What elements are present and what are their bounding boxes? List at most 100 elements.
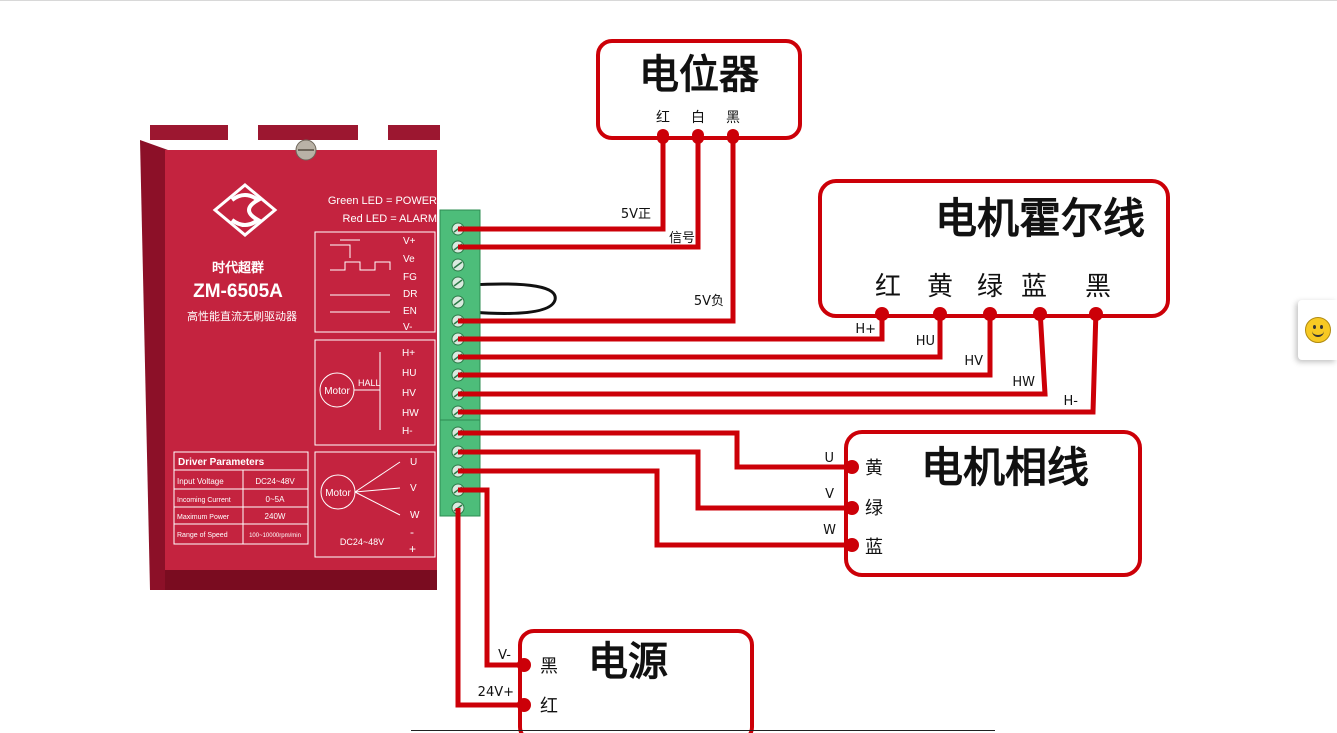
wire-power-neg [458, 487, 528, 668]
hall-title: 电机霍尔线 [935, 194, 1145, 243]
svg-text:HW: HW [402, 408, 419, 419]
wires [455, 138, 1099, 708]
phase-block [314, 451, 436, 558]
hall-color-green: 绿 [977, 272, 1003, 302]
svg-text:Maximum Power: Maximum Power [177, 514, 230, 521]
parameters-table: Driver Parameters Input Voltage DC24~48V… [173, 451, 309, 545]
term-v-plus: V+ [403, 236, 416, 247]
hall-color-black: 黑 [1085, 272, 1111, 302]
device-top-flange [150, 125, 440, 140]
device-face [165, 150, 437, 570]
smiley-icon [1304, 317, 1331, 343]
label-24v-plus: 24V+ [478, 685, 514, 700]
svg-text:DC24~48V: DC24~48V [255, 477, 295, 486]
term-v-minus: V- [403, 322, 412, 333]
wire-hall-hv [458, 310, 993, 378]
component-boxes [518, 39, 1170, 733]
svg-text:W: W [410, 510, 420, 521]
terminal-screw-slot [453, 298, 463, 306]
supply-text: DC24~48V [340, 537, 384, 547]
top-border [0, 0, 1337, 1]
svg-text:HV: HV [402, 388, 416, 399]
svg-text:H+: H+ [402, 348, 415, 359]
wire-pot-5v-pos [458, 138, 666, 232]
device-base [165, 570, 437, 590]
wire-hall-h-minus [458, 309, 1099, 415]
wire-phase-v [458, 449, 850, 511]
svg-text:0~5A: 0~5A [266, 495, 286, 504]
control-block [314, 231, 436, 333]
svg-text:Incoming Current: Incoming Current [177, 497, 231, 504]
term-en: EN [403, 306, 417, 317]
driver-device: 时代超群 ZM-6505A 高性能直流无刷驱动器 Green LED = POW… [140, 125, 557, 590]
power-color-black: 黑 [540, 656, 558, 677]
phase-motor-text: Motor [325, 488, 351, 499]
svg-text:100~10000rpm/min: 100~10000rpm/min [249, 533, 301, 539]
device-side [140, 140, 168, 590]
params-title: Driver Parameters [178, 457, 265, 468]
device-subtitle: 高性能直流无刷驱动器 [187, 309, 297, 323]
svg-text:Input Voltage: Input Voltage [177, 477, 224, 486]
svg-text:240W: 240W [265, 512, 286, 521]
wire-hall-hw [458, 309, 1048, 397]
potentiometer-title: 电位器 [639, 52, 760, 98]
label-hv: HV [964, 354, 983, 369]
term-ve: Ve [403, 254, 415, 265]
term-dr: DR [403, 289, 417, 300]
label-v: V [825, 487, 834, 502]
wire-labels: 5V正 信号 5V负 H+ HU HV HW H- U V W V- 24V+ [478, 207, 1079, 700]
svg-text:-: - [410, 525, 414, 539]
wire-hall-hu [458, 310, 943, 360]
pot-pin-white: 白 [691, 110, 705, 126]
label-h-minus: H- [1064, 394, 1079, 409]
svg-text:U: U [410, 457, 417, 468]
phase-title: 电机相线 [921, 443, 1089, 492]
label-w: W [823, 523, 836, 538]
phase-color-blue: 蓝 [865, 537, 883, 558]
hall-motor-text: Motor [324, 386, 350, 397]
hall-color-yellow: 黄 [927, 272, 953, 302]
phase-color-green: 绿 [865, 498, 883, 519]
power-box [518, 629, 754, 733]
wire-pot-signal [458, 138, 701, 250]
hall-color-red: 红 [875, 272, 901, 302]
label-v-minus: V- [498, 648, 511, 663]
wire-power-pos [455, 508, 528, 708]
power-title: 电源 [588, 639, 668, 685]
hall-block [314, 339, 436, 446]
label-hw: HW [1012, 375, 1035, 390]
svg-text:HU: HU [402, 368, 416, 379]
pot-pin-black: 黑 [726, 110, 740, 126]
label-u: U [824, 451, 834, 466]
label-5v-pos: 5V正 [621, 207, 651, 222]
hall-terminal-labels: H+ HU HV HW H- [402, 348, 419, 437]
svg-text:Range of Speed: Range of Speed [177, 532, 228, 539]
label-h-plus: H+ [855, 322, 876, 337]
phase-color-yellow: 黄 [865, 458, 883, 479]
jumper-wire [469, 282, 557, 315]
svg-text:H-: H- [402, 426, 413, 437]
label-5v-neg: 5V负 [694, 294, 724, 309]
wire-phase-u [458, 430, 850, 470]
led-green-text: Green LED = POWER [328, 195, 437, 207]
label-signal: 信号 [669, 231, 695, 246]
label-hu: HU [916, 334, 935, 349]
hall-color-blue: 蓝 [1021, 272, 1047, 302]
phase-box [844, 430, 1142, 577]
terminal-screw-slot [453, 261, 463, 269]
pot-pin-red: 红 [656, 110, 670, 126]
bottom-border [411, 730, 995, 731]
svg-text:+: + [409, 542, 416, 556]
hall-text: HALL [358, 378, 381, 388]
brand-name: 时代超群 [212, 260, 264, 275]
led-red-text: Red LED = ALARM [343, 213, 437, 225]
power-color-red: 红 [540, 696, 558, 717]
wire-phase-w [458, 468, 850, 548]
model-number: ZM-6505A [193, 281, 283, 302]
feedback-button[interactable] [1298, 300, 1337, 360]
svg-text:V: V [410, 483, 417, 494]
term-fg: FG [403, 272, 417, 283]
wire-pot-5v-neg [458, 138, 736, 324]
control-terminal-labels: V+ Ve FG DR EN V- [403, 236, 417, 333]
